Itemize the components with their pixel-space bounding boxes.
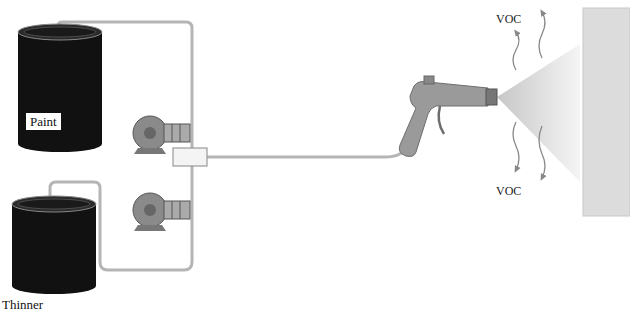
can-label: Paint: [26, 113, 61, 130]
can-label: Thinner: [2, 297, 43, 312]
can-shape: [0, 186, 100, 316]
mixer-block: [173, 148, 207, 166]
voc-label: VOC: [496, 184, 521, 198]
can-lid-rim: [18, 199, 90, 209]
voc-label: VOC: [496, 12, 521, 26]
voc-fume-arrows: [513, 12, 545, 178]
can-body: [18, 32, 102, 152]
pump: [133, 193, 190, 231]
can-lid: [18, 24, 102, 40]
can-body: [12, 204, 96, 294]
thinner-can: Thinner: [0, 186, 100, 316]
pipes: [50, 22, 406, 270]
wall: [583, 8, 630, 216]
can-lid: [12, 196, 96, 212]
can-lid-rim: [24, 27, 96, 37]
paint-can: Paint: [14, 18, 106, 158]
spray-gun: [399, 76, 497, 157]
can-shape: [14, 18, 106, 158]
hose: [207, 147, 406, 157]
spray-cone: [497, 44, 580, 182]
